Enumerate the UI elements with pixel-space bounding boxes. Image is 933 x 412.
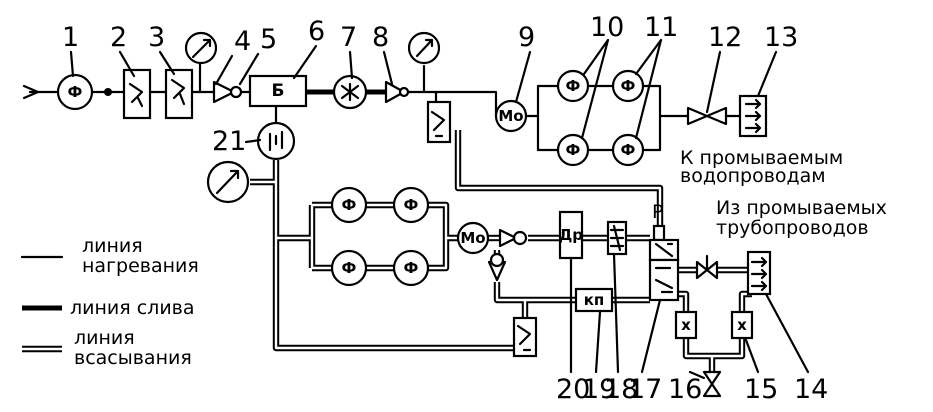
distributor-21 — [256, 121, 296, 161]
motor-label: Мо — [460, 229, 485, 247]
suction-motor: Мо — [456, 221, 490, 255]
inlet-manifold-14 — [746, 250, 772, 296]
regulator-20: Др — [558, 210, 583, 260]
return-filter — [512, 316, 538, 358]
annotation-from-pipes-line2: трубопроводов — [716, 217, 869, 239]
filter-label: х — [737, 316, 747, 334]
drain-lines — [22, 89, 386, 311]
pump-label: Ф — [404, 259, 419, 277]
heating-pump-1: Ф — [56, 73, 94, 111]
callout-3: 3 — [148, 22, 165, 53]
check-valve-suction-2 — [487, 252, 507, 282]
callout-16: 16 — [668, 374, 702, 405]
callout-20: 20 — [556, 374, 590, 405]
relay-label: Р — [652, 201, 663, 223]
annotations: К промываемым водопроводам Из промываемы… — [680, 147, 887, 239]
pump-label: Ф — [566, 141, 581, 159]
callout-7: 7 — [340, 22, 357, 53]
callout-18: 18 — [604, 374, 638, 405]
callout-5: 5 — [260, 24, 277, 55]
callout-6: 6 — [308, 16, 325, 47]
filter-2 — [122, 68, 152, 120]
annotation-to-pipes-line1: К промываемым — [680, 147, 843, 169]
leader-lines — [69, 38, 810, 380]
suction-pump-bottom-left: Ф — [330, 249, 368, 287]
legend-suction-line1: линия — [74, 327, 135, 349]
check-valve-8 — [384, 80, 410, 104]
valve-label: кп — [584, 291, 605, 309]
callout-8: 8 — [372, 22, 389, 53]
pump-label: Ф — [566, 77, 581, 95]
suction-pump-bottom-right: Ф — [392, 249, 430, 287]
gate-valve-return — [695, 254, 719, 280]
valve-19: кп — [574, 287, 614, 313]
callout-12: 12 — [708, 22, 742, 53]
pump-label: Ф — [404, 196, 419, 214]
junction-dot — [104, 88, 112, 96]
legend: линия нагревания линия слива линия всасы… — [22, 235, 199, 369]
callout-17: 17 — [628, 374, 662, 405]
pump-label: Ф — [342, 259, 357, 277]
callout-4: 4 — [234, 26, 251, 57]
tank-label: Б — [272, 81, 285, 101]
suction-pump-top-left: Ф — [330, 186, 368, 224]
legend-heating-line1: линия — [82, 235, 143, 257]
check-valve-suction-1 — [498, 228, 528, 248]
callout-1: 1 — [62, 22, 79, 53]
pressure-gauge-top — [407, 31, 441, 65]
drain-pump-7 — [332, 74, 368, 110]
motor-label: Мо — [498, 107, 523, 125]
pump-label: Ф — [342, 196, 357, 214]
filter-label: х — [681, 316, 691, 334]
filter-15-left: х — [674, 310, 698, 340]
tank-6: Б — [248, 74, 308, 108]
outlet-manifold-13 — [738, 94, 768, 138]
pump-label: Ф — [621, 141, 636, 159]
callout-11: 11 — [644, 12, 678, 43]
pump-11-top: Ф — [611, 69, 645, 103]
pump-16 — [702, 370, 722, 398]
pump-10-top: Ф — [556, 69, 590, 103]
pump-label: Ф — [68, 83, 83, 101]
callout-9: 9 — [518, 22, 535, 53]
callout-2: 2 — [110, 22, 127, 53]
relay-block: Р — [648, 201, 680, 302]
suction-pump-top-right: Ф — [392, 186, 430, 224]
callout-10: 10 — [590, 12, 624, 43]
annotation-from-pipes-line1: Из промываемых — [716, 197, 887, 219]
callout-13: 13 — [764, 22, 798, 53]
branch-filter — [426, 100, 452, 144]
pump-label: Ф — [621, 77, 636, 95]
callout-numbers: 1 2 3 4 5 6 7 8 9 10 11 12 13 14 15 16 1… — [62, 12, 828, 405]
pump-11-bottom: Ф — [611, 133, 645, 167]
heat-exchanger-18 — [606, 220, 628, 256]
callout-19: 19 — [582, 374, 616, 405]
pressure-gauge-4 — [184, 31, 218, 65]
legend-drain: линия слива — [70, 297, 195, 319]
callout-14: 14 — [794, 374, 828, 405]
filter-3 — [164, 68, 194, 120]
gate-valve-12 — [686, 106, 728, 126]
legend-suction-line2: всасывания — [74, 347, 192, 369]
pump-10-bottom: Ф — [556, 133, 590, 167]
annotation-to-pipes-line2: водопроводам — [680, 165, 826, 187]
callout-21: 21 — [212, 126, 246, 157]
filter-15-right: х — [730, 310, 754, 340]
motor-9: Мо — [494, 99, 528, 133]
legend-heating-line2: нагревания — [82, 255, 199, 277]
pressure-gauge-left — [206, 160, 250, 204]
check-valve-5 — [212, 80, 243, 104]
regulator-label: Др — [559, 226, 583, 244]
callout-15: 15 — [744, 374, 778, 405]
